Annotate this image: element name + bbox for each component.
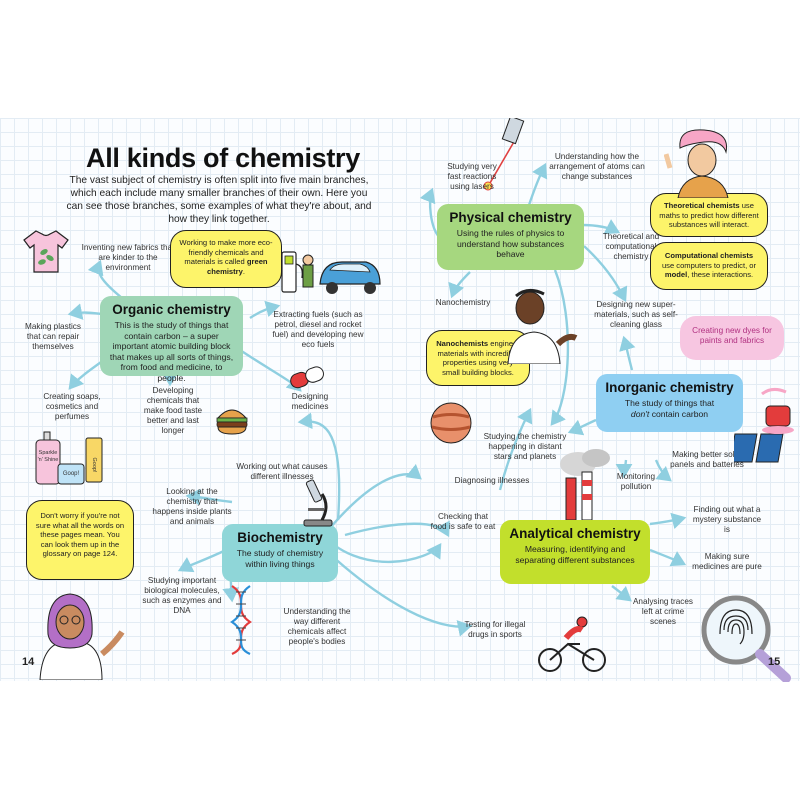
magnifying-glass-fingerprint-illustration: [701, 595, 791, 682]
organic-chemistry-description: This is the study of things that contain…: [109, 320, 234, 383]
label-nanochemistry: Nanochemistry: [435, 298, 491, 307]
solar-panels-illustration: [734, 433, 784, 463]
glossary-bubble: Don't worry if you're not sure what all …: [26, 500, 134, 580]
cyclist-illustration: [538, 616, 606, 672]
organic-chemistry-title: Organic chemistry: [112, 302, 231, 317]
label-medicines-pure: Making sure medicines are pure: [692, 552, 762, 571]
paint-pot-illustration: [761, 387, 794, 434]
label-food-taste: Developing chemicals that make food tast…: [143, 386, 203, 435]
computational-chemists-bubble: Computational chemists use computers to …: [650, 242, 768, 290]
label-crime: Analysing traces left at crime scenes: [632, 597, 694, 626]
label-food-safe: Checking that food is safe to eat: [430, 512, 496, 531]
label-drugs-sports: Testing for illegal drugs in sports: [464, 620, 526, 639]
pill-capsule-illustration: [290, 366, 324, 389]
label-theoretical: Theoretical and computational chemistry: [602, 232, 660, 261]
dyes-bubble: Creating new dyes for paints and fabrics: [680, 316, 784, 360]
analytical-chemistry-description: Measuring, identifying and separating di…: [515, 544, 635, 565]
label-pollution: Monitoring pollution: [616, 472, 656, 491]
inorganic-chemistry-box: Inorganic chemistry The study of things …: [596, 374, 743, 432]
theoretical-chemists-bubble: Theoretical chemists use maths to predic…: [650, 193, 768, 237]
car-at-fuel-pump-illustration: [281, 251, 381, 294]
green-chemistry-bubble: Working to make more eco-friendly chemic…: [170, 230, 282, 288]
page-number-left: 14: [22, 656, 35, 668]
label-stars: Studying the chemistry happening in dist…: [483, 432, 567, 461]
biochemistry-title: Biochemistry: [237, 530, 323, 545]
planet-illustration: [430, 402, 472, 444]
label-illnesses-cause: Working out what causes different illnes…: [236, 462, 328, 481]
analytical-chemistry-box: Analytical chemistry Measuring, identify…: [500, 520, 650, 584]
burger-illustration: [216, 409, 248, 435]
label-biomolecules: Studying important biological molecules,…: [142, 576, 222, 615]
label-lasers: Studying very fast reactions using laser…: [447, 162, 497, 191]
organic-chemistry-box: Organic chemistry This is the study of t…: [100, 296, 243, 383]
dna-helix-illustration: [230, 585, 252, 656]
theoretical-chemist-illustration: [664, 129, 729, 198]
analytical-chemistry-title: Analytical chemistry: [509, 526, 641, 541]
bottle-label: Sparkle 'n' Shine: [37, 450, 59, 463]
cosmetics-illustration: [35, 431, 103, 485]
label-fuels: Extracting fuels (such as petrol, diesel…: [272, 310, 364, 349]
intro-text: The vast subject of chemistry is often s…: [66, 175, 372, 225]
page-title: All kinds of chemistry: [86, 143, 360, 173]
label-supermaterials: Designing new super-materials, such as s…: [594, 300, 678, 329]
page-number-right: 15: [768, 656, 781, 668]
biochemistry-box: Biochemistry The study of chemistry with…: [222, 524, 338, 582]
label-chemicals-bodies: Understanding the way different chemical…: [283, 607, 351, 646]
laser-device-illustration: [501, 118, 525, 145]
label-fabrics: Inventing new fabrics that are kinder to…: [81, 243, 175, 272]
label-plants-animals: Looking at the chemistry that happens in…: [152, 487, 232, 526]
microscope-illustration: [303, 479, 333, 527]
label-diagnosing: Diagnosing illnesses: [454, 476, 530, 485]
inorganic-chemistry-title: Inorganic chemistry: [605, 380, 734, 395]
label-plastics: Making plastics that can repair themselv…: [25, 322, 81, 351]
cream-label: Goop!: [62, 471, 80, 477]
label-mystery: Finding out what a mystery substance is: [692, 505, 762, 534]
physical-chemistry-title: Physical chemistry: [449, 210, 572, 225]
t-shirt-illustration: [23, 230, 69, 273]
physical-chemistry-description: Using the rules of physics to understand…: [456, 228, 565, 259]
factory-chimneys-illustration: [560, 449, 610, 520]
tube-label: Goop!: [91, 457, 97, 473]
label-solar: Making better solar panels and batteries: [670, 450, 744, 469]
scientist-in-hijab-illustration: [39, 593, 125, 680]
label-soaps: Creating soaps, cosmetics and perfumes: [43, 392, 101, 421]
label-medicines: Designing medicines: [291, 392, 329, 411]
nanochemist-illustration: [507, 289, 578, 364]
biochemistry-description: The study of chemistry within living thi…: [236, 548, 324, 569]
physical-chemistry-box: Physical chemistry Using the rules of ph…: [437, 204, 584, 270]
label-atoms: Understanding how the arrangement of ato…: [549, 152, 645, 181]
